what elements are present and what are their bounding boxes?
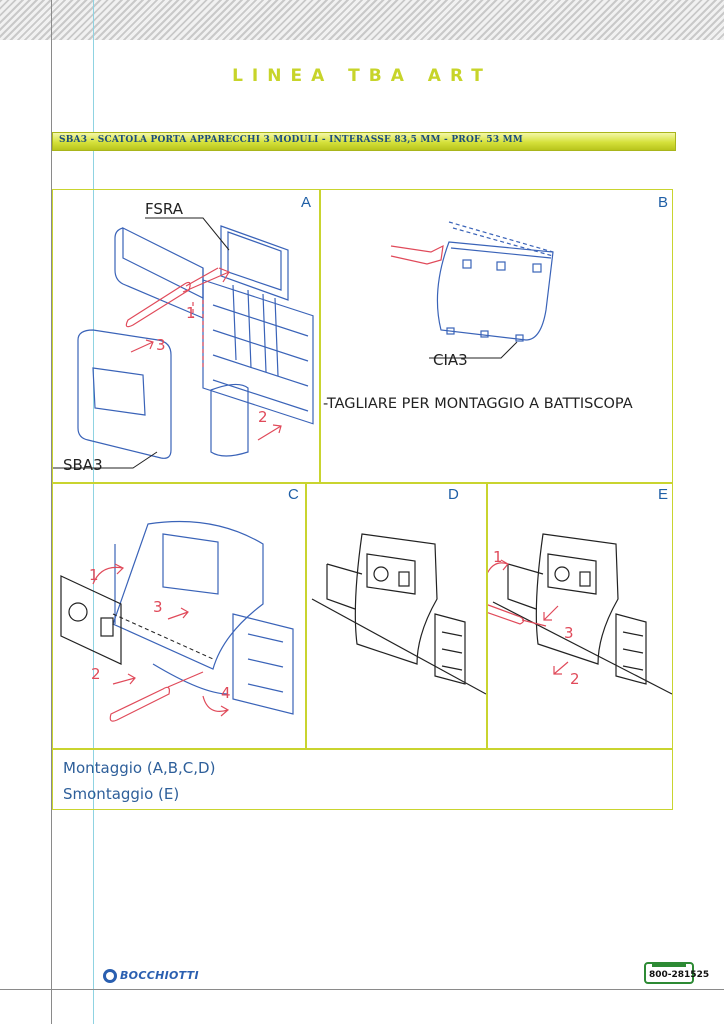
brand-logo: BOCCHIOTTI (103, 968, 199, 986)
step-e-3: 3 (564, 624, 574, 642)
brand-name: BOCCHIOTTI (120, 969, 199, 982)
step-c-1: 1 (89, 566, 99, 584)
cia3-plate (436, 241, 554, 341)
box-c (112, 520, 264, 670)
header-hatch-band (0, 0, 724, 40)
screwdriver-c (109, 686, 170, 722)
fsra-frame (220, 225, 289, 301)
step-e-1: 1 (493, 548, 503, 566)
panel-b: B CIA3 -TAGLIARE PER MONTAGGIO A BATTISC… (321, 190, 672, 482)
sba3-leader (53, 451, 158, 469)
divider-cd (305, 482, 307, 749)
panel-d-letter: D (448, 486, 459, 503)
divider-de (486, 482, 488, 749)
logo-mark-icon (103, 969, 117, 983)
cover-piece (210, 383, 249, 457)
panel-e-drawing: 1 2 3 (488, 533, 672, 695)
panel-c-drawing: 1 2 3 4 (60, 520, 294, 722)
page-title: LINEA TBA ART (232, 66, 492, 86)
screwdriver-e (488, 604, 525, 625)
step-e-2: 2 (570, 670, 580, 688)
divider-caption (52, 748, 673, 750)
footer-rule (0, 989, 724, 990)
product-banner: SBA3 - SCATOLA PORTA APPARECCHI 3 MODULI… (52, 132, 676, 151)
step-a-3: 3 (156, 336, 166, 354)
step-a-2: 2 (258, 408, 268, 426)
panel-a-letter: A (301, 194, 312, 211)
step-c-4: 4 (221, 684, 231, 702)
trunking-profile (202, 279, 314, 425)
socket-outlet (68, 602, 88, 622)
fsra-leader (145, 217, 230, 251)
panel-d-drawing (311, 533, 486, 695)
trunking-body (114, 227, 204, 319)
panel-c-letter: C (288, 486, 299, 503)
panel-c: C 1 2 3 4 (53, 484, 305, 748)
panel-e: E 1 2 3 (488, 484, 672, 748)
product-banner-text: SBA3 - SCATOLA PORTA APPARECCHI 3 MODULI… (59, 135, 523, 145)
panel-d: D (307, 484, 486, 748)
panel-a: A FSRA SBA3 1 (53, 190, 319, 482)
page-margin-line (51, 0, 52, 1024)
step-a-1: 1 (186, 304, 196, 322)
trunking-end (232, 613, 294, 715)
toll-free-heading-strip (652, 963, 686, 967)
label-fsra: FSRA (145, 200, 184, 218)
panel-b-letter: B (658, 194, 669, 211)
sba3-box (77, 329, 172, 459)
step-c-3: 3 (153, 598, 163, 616)
faceplate (60, 575, 122, 665)
phone-number: 800-281525 (649, 970, 710, 980)
box-d (354, 533, 438, 665)
page-guide-line (93, 0, 94, 1024)
label-sba3: SBA3 (63, 456, 103, 474)
divider-row (52, 482, 673, 484)
caption-dismount: Smontaggio (E) (63, 785, 180, 803)
box-e (535, 533, 619, 665)
cutter-blade (390, 244, 444, 265)
step-c-2: 2 (91, 665, 101, 683)
instruction-frame (52, 189, 673, 810)
cut-note: -TAGLIARE PER MONTAGGIO A BATTISCOPA (323, 396, 633, 412)
label-cia3: CIA3 (433, 351, 468, 369)
panel-b-drawing: CIA3 -TAGLIARE PER MONTAGGIO A BATTISCOP… (323, 221, 633, 412)
toll-free-badge: 800-281525 (644, 962, 709, 984)
trunking-top-face (122, 227, 204, 299)
caption-mount: Montaggio (A,B,C,D) (63, 759, 216, 777)
panel-e-letter: E (658, 486, 669, 503)
divider-ab (319, 189, 321, 483)
panel-a-drawing: FSRA SBA3 1 2 3 (53, 200, 314, 474)
